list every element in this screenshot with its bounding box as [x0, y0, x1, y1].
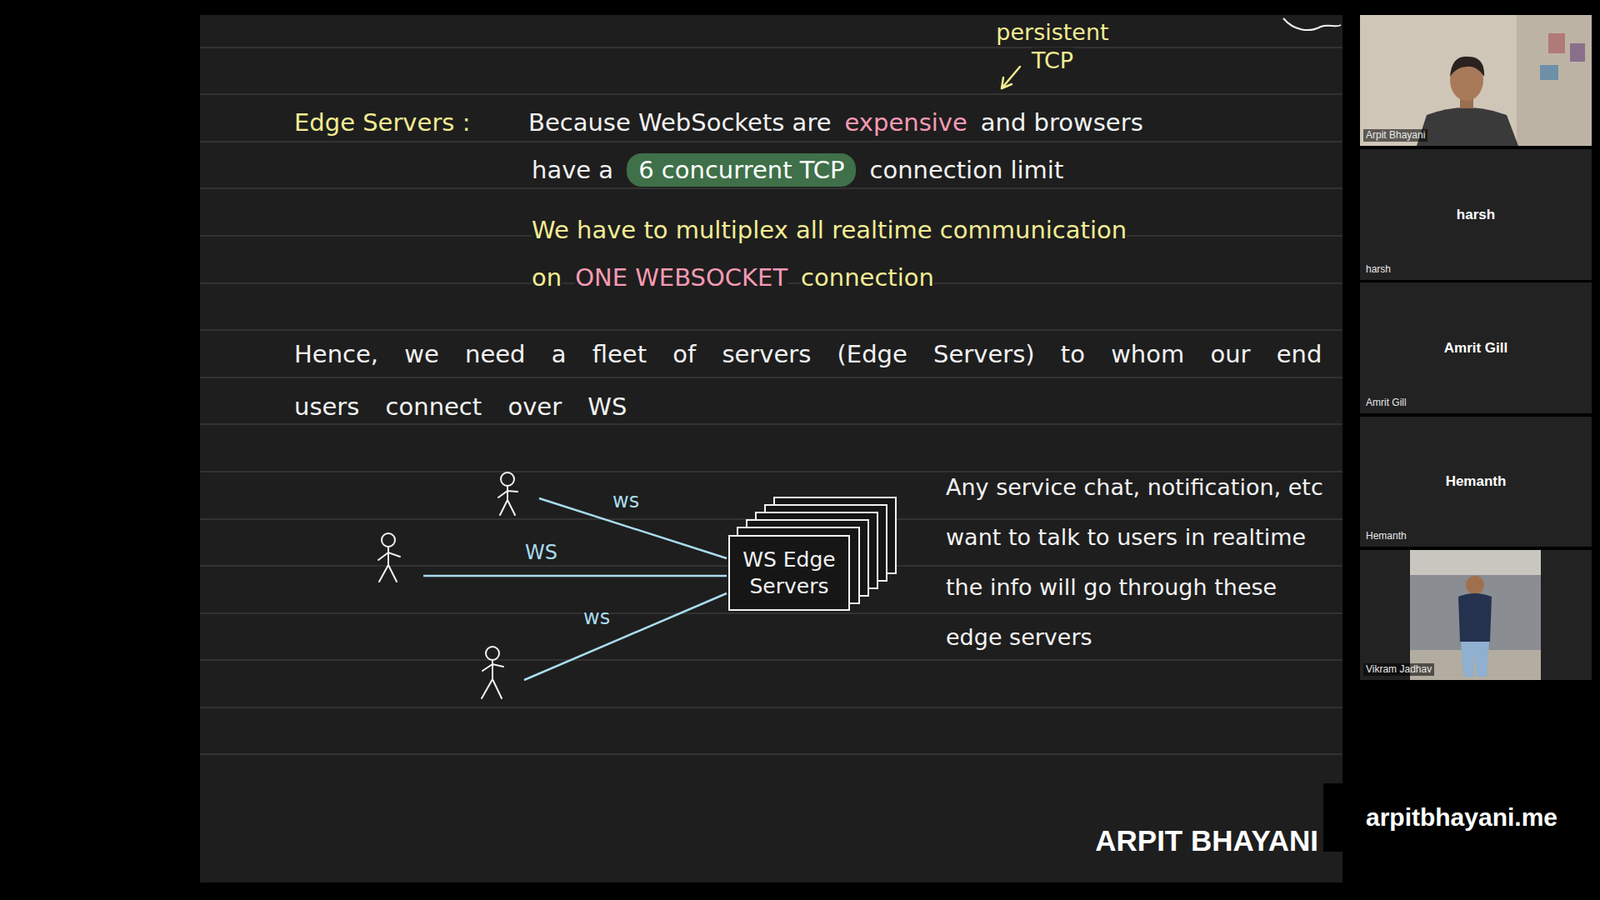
participant-name: Amrit Gill: [1360, 339, 1592, 358]
note-text: and browsers: [980, 108, 1144, 137]
squiggle: [1283, 18, 1341, 30]
note-text: ONE WEBSOCKET: [575, 263, 788, 292]
participant-tile: harsh harsh: [1360, 149, 1592, 280]
text-row: on ONE WEBSOCKET connection: [531, 260, 948, 295]
connection-label: ws: [612, 489, 640, 513]
participant-caption: harsh: [1363, 263, 1394, 276]
photo-bg: [1410, 550, 1541, 680]
website-url: arpitbhayani.me: [1365, 802, 1558, 833]
photo-shirt: [1458, 593, 1492, 642]
participant-name: Hemanth: [1360, 472, 1592, 491]
slide-background: [200, 15, 1343, 883]
watermark: ARPIT BHAYANI: [1095, 824, 1319, 857]
video-wall-shade: [1516, 15, 1592, 146]
note-text: connection: [800, 263, 935, 292]
photo-jeans: [1460, 641, 1490, 677]
note-text: Any service chat, notification, etc want…: [945, 474, 1324, 650]
wall-frame: [1540, 65, 1559, 80]
ruled-lines: [200, 47, 1343, 755]
box-label: WS Edge Servers: [736, 546, 842, 600]
text-wrap: Hence, we need a fleet of servers (Edge …: [294, 328, 1328, 434]
note-text: Because WebSockets are: [528, 108, 832, 137]
video-wall: [1360, 15, 1592, 146]
annotation-text: persistent TCP: [995, 19, 1109, 74]
note-text: on: [531, 263, 562, 292]
participant-caption: Hemanth: [1363, 530, 1410, 543]
server-box: WS Edge Servers: [728, 535, 850, 611]
participant-caption: Arpit Bhayani: [1363, 129, 1428, 142]
person-hair: [1450, 56, 1485, 77]
photo-head: [1465, 575, 1485, 595]
participant-tile: Arpit Bhayani: [1360, 15, 1592, 146]
pointer-arrow: [1001, 66, 1020, 89]
text-wrap: Edge Servers :: [294, 105, 470, 140]
note-text: expensive: [845, 108, 968, 137]
participant-caption: Amrit Gill: [1363, 396, 1410, 410]
photo-ceiling: [1410, 550, 1541, 575]
text-wrap: ws: [612, 488, 640, 514]
text-wrap: Any service chat, notification, etc want…: [945, 462, 1338, 663]
connection-label: ws: [583, 605, 610, 630]
participant-caption: Vikram Jadhav: [1363, 663, 1435, 676]
note-text: connection limit: [869, 155, 1064, 185]
participant-tile: Vikram Jadhav: [1360, 550, 1592, 680]
text-row: We have to multiplex all realtime commun…: [531, 213, 1140, 247]
video-tile-bg: [1360, 282, 1592, 414]
text-row: have a 6 concurrent TCP connection limit: [531, 153, 1077, 187]
wall-frame: [1548, 33, 1565, 54]
participant-tile: Amrit GillAmrit Gill: [1360, 282, 1592, 414]
note-text: We have to multiplex all realtime commun…: [531, 215, 1127, 245]
connection-label: WS: [525, 540, 558, 565]
video-tile-bg: [1360, 550, 1592, 680]
note-text: have a: [531, 155, 614, 185]
video-tile-bg: [1360, 149, 1592, 280]
ws-lines: [423, 498, 727, 680]
stacked-server-boxes: [737, 497, 896, 604]
person-shirt: [1416, 107, 1519, 146]
text-row: Because WebSockets are expensive and brows…: [528, 105, 1157, 140]
heading-text: Edge Servers :: [294, 108, 470, 137]
text-wrap: persistent TCP: [990, 18, 1115, 75]
note-text: Hence, we need a fleet of servers (Edge …: [294, 340, 1322, 421]
highlight-text: 6 concurrent TCP: [626, 153, 856, 187]
text-wrap: WS: [525, 540, 558, 565]
participant-tile: HemanthHemanth: [1360, 416, 1592, 547]
wall-frame: [1570, 43, 1585, 62]
participant-name: harsh: [1360, 205, 1592, 225]
stick-figures: [378, 472, 518, 699]
video-tile-bg: [1360, 416, 1592, 547]
url-box: arpitbhayani.me: [1323, 783, 1600, 852]
text-wrap: ws: [583, 605, 610, 630]
watermark-wrap: ARPIT BHAYANI: [1095, 823, 1319, 859]
